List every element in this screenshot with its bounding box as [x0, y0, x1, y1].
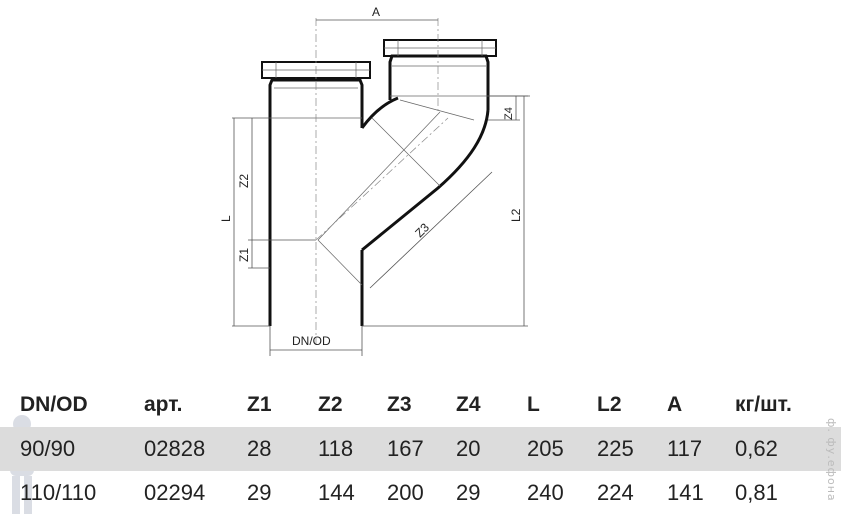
pipe-branch-drawing: A Z4 L2 Z3 L Z2 Z1: [219, 5, 530, 356]
spec-table: DN/OD арт. Z1 Z2 Z3 Z4 L L2 A кг/шт. 90/…: [0, 383, 841, 515]
cell-art: 02294: [144, 480, 206, 505]
header-z4: Z4: [456, 393, 481, 416]
branch-axis: [315, 117, 449, 241]
header-z3: Z3: [387, 393, 412, 416]
cell-z3: 167: [387, 436, 424, 461]
cell-a: 117: [667, 436, 703, 461]
dimension-dn-od: DN/OD: [269, 326, 363, 356]
label-z4: Z4: [503, 107, 515, 120]
label-l: L: [219, 215, 233, 222]
cell-z1: 29: [247, 480, 272, 505]
header-l: L: [527, 393, 540, 416]
label-l2: L2: [509, 208, 523, 222]
label-z3: Z3: [412, 220, 432, 240]
cell-l2: 225: [597, 436, 634, 461]
header-a: A: [667, 393, 683, 416]
header-z1: Z1: [247, 393, 272, 416]
table-row: 110/110 02294 29 144 200 29 240 224 141 …: [0, 471, 841, 515]
dimension-a: A: [316, 5, 438, 21]
cell-a: 141: [667, 480, 704, 505]
branch-pipe: [317, 39, 497, 286]
cell-art: 02828: [144, 436, 206, 461]
cell-l2: 224: [597, 480, 634, 505]
cell-z2: 144: [318, 480, 355, 505]
header-art: арт.: [144, 393, 183, 416]
cell-z1: 28: [247, 436, 272, 461]
label-a: A: [372, 5, 380, 19]
dimension-z2: Z2: [237, 118, 316, 241]
table-header-row: DN/OD арт. Z1 Z2 Z3 Z4 L L2 A кг/шт.: [0, 383, 841, 427]
cell-z2: 118: [318, 436, 354, 461]
header-l2: L2: [597, 393, 622, 416]
dimension-z1: Z1: [237, 240, 270, 269]
cell-z4: 29: [456, 480, 481, 505]
site-watermark: ф. фу.ефона: [825, 418, 838, 502]
label-z2: Z2: [237, 174, 251, 188]
header-z2: Z2: [318, 393, 343, 416]
header-weight: кг/шт.: [735, 393, 792, 416]
label-z1: Z1: [237, 248, 251, 262]
cell-z3: 200: [387, 480, 424, 505]
dimension-l2: L2: [362, 95, 528, 327]
header-dn-od: DN/OD: [20, 393, 88, 416]
label-dn-od: DN/OD: [292, 334, 331, 348]
cell-weight: 0,62: [735, 436, 778, 461]
cell-dn-od: 110/110: [20, 480, 97, 505]
cell-weight: 0,81: [735, 480, 778, 505]
cell-z4: 20: [456, 436, 481, 461]
cell-l: 240: [527, 480, 564, 505]
cell-dn-od: 90/90: [20, 436, 76, 461]
cell-l: 205: [527, 436, 564, 461]
table-row: 90/90 02828 28 118 167 20 205 225 117 0,…: [0, 427, 841, 471]
dimension-l: L: [219, 117, 270, 327]
